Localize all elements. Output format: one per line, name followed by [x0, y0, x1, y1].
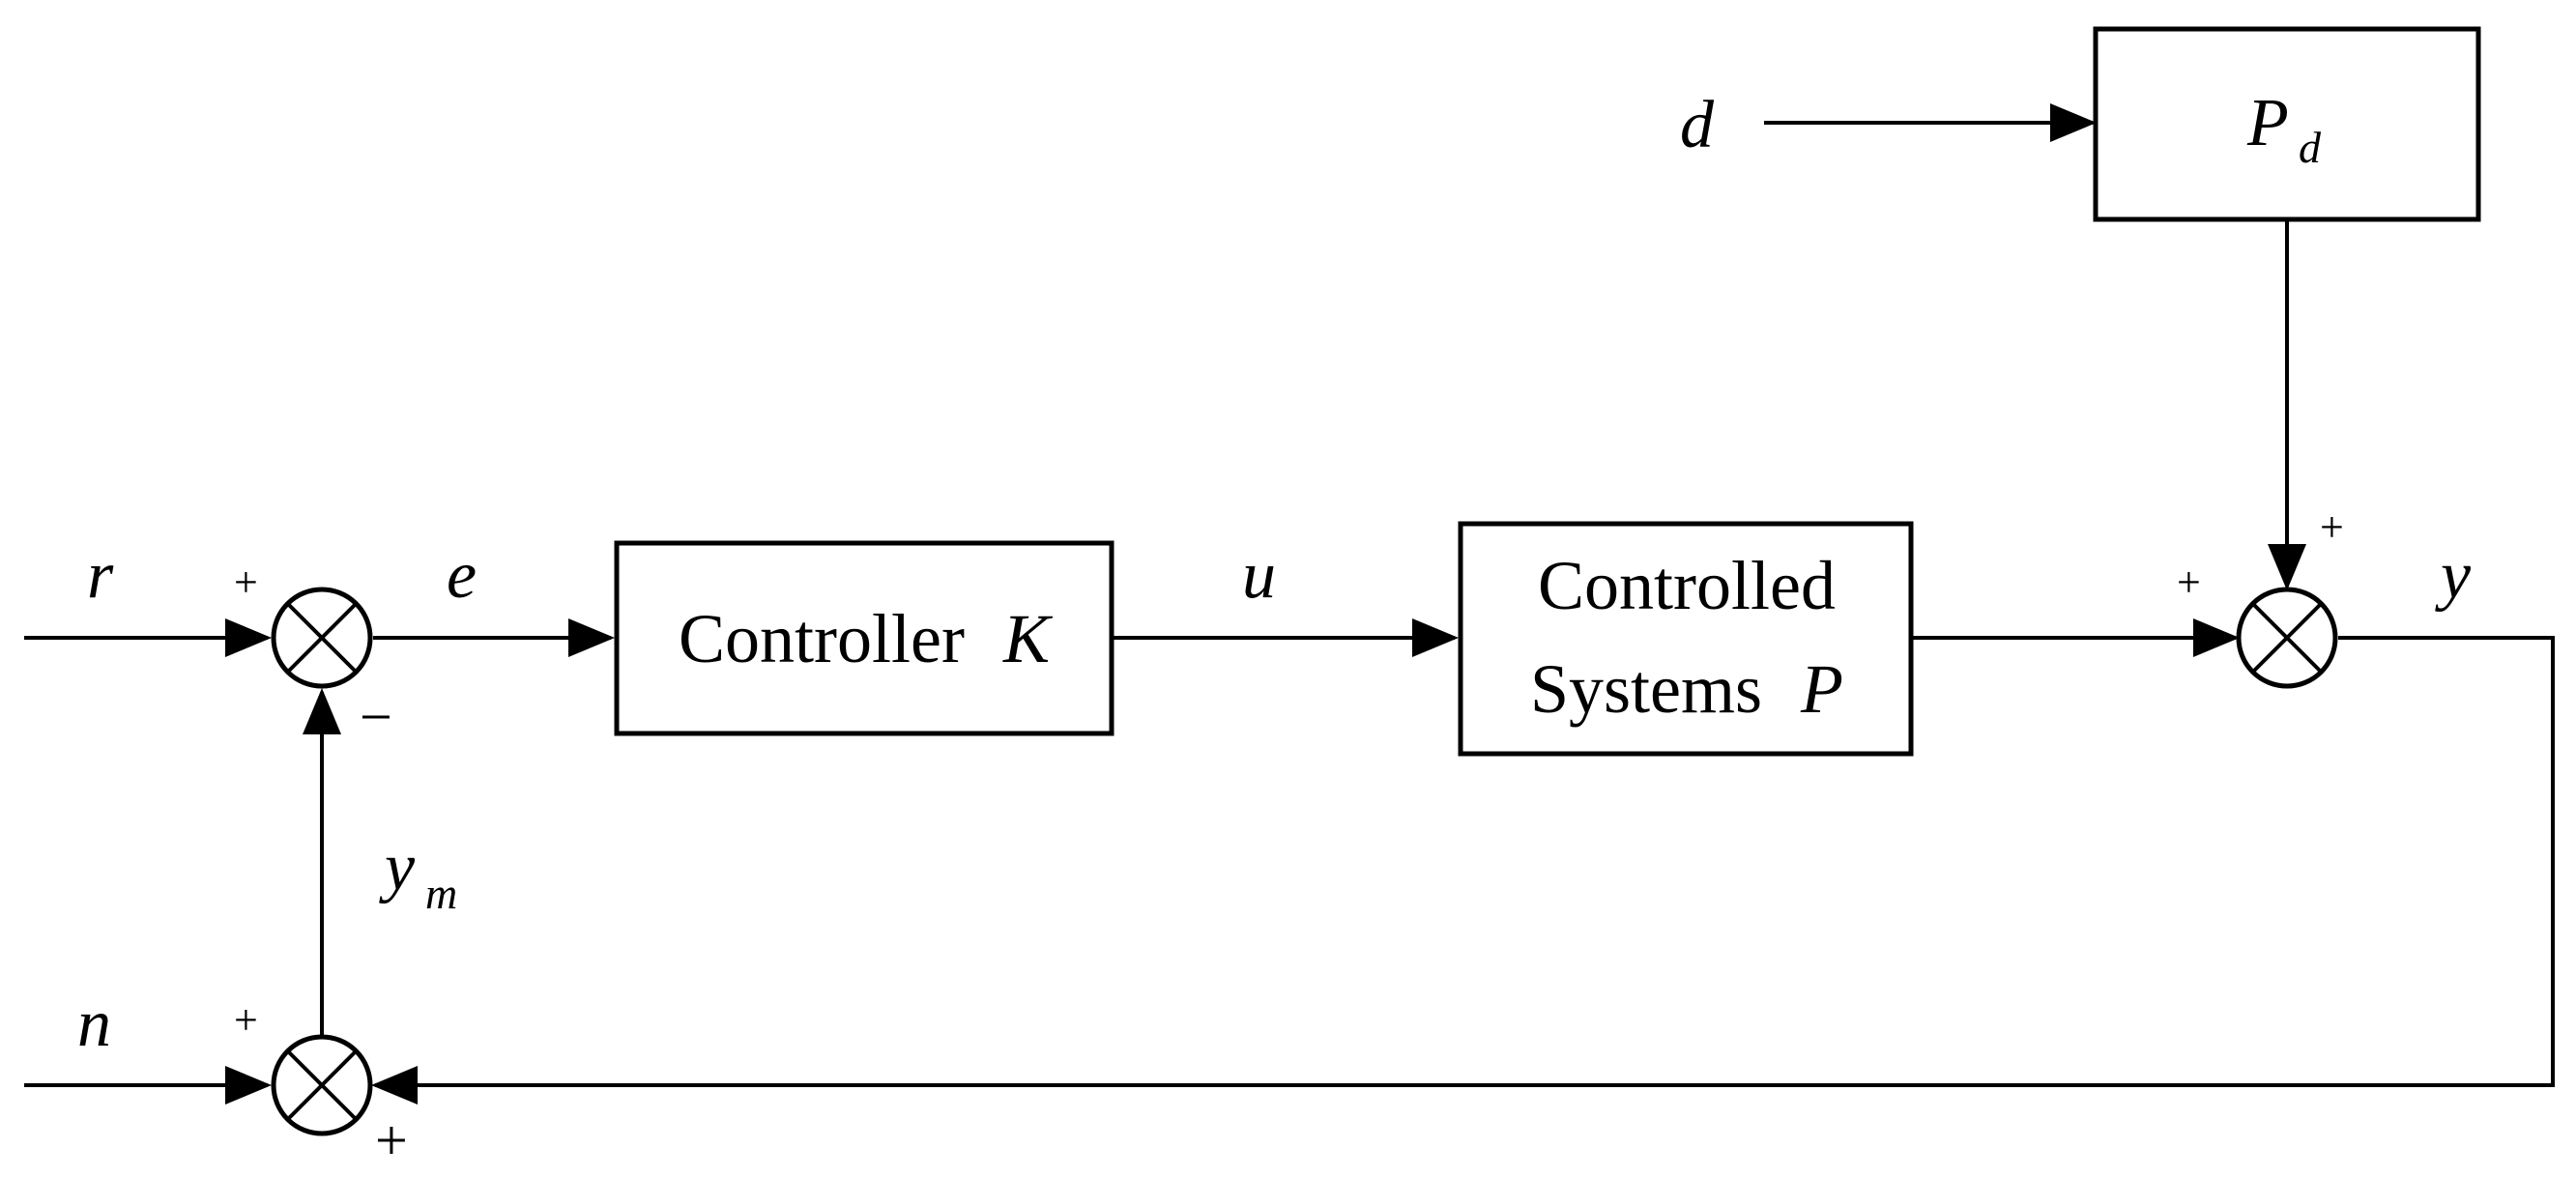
- summing-junction-noise: [271, 1034, 373, 1136]
- controller-label: Controller: [679, 600, 965, 677]
- signal-label-e: e: [447, 538, 477, 613]
- signal-label-n: n: [77, 987, 111, 1061]
- sign-sum3-y: +: [375, 1108, 408, 1172]
- plant-label-line2: Systems: [1530, 650, 1762, 728]
- wire-output-feedback: [371, 636, 2555, 1105]
- disturbance-block: P d: [2093, 26, 2481, 222]
- signal-label-ym: y m: [379, 830, 457, 918]
- signal-label-y: y: [2435, 538, 2472, 613]
- svg-text:Controller K: Controller K: [679, 600, 1054, 677]
- sign-sum3-n: +: [234, 996, 258, 1044]
- signal-label-u: u: [1242, 538, 1276, 613]
- sign-sum2-plant: +: [2177, 559, 2201, 606]
- disturbance-subscript: d: [2299, 123, 2322, 172]
- svg-text:Systems P: Systems P: [1530, 650, 1843, 728]
- signal-label-ym-subscript: m: [425, 869, 457, 918]
- plant-symbol: P: [1800, 650, 1843, 728]
- disturbance-symbol: P: [2246, 86, 2289, 160]
- controller-block: Controller K: [614, 540, 1114, 736]
- controller-symbol: K: [1002, 600, 1054, 677]
- sign-sum1-feedback: −: [360, 685, 392, 749]
- sign-sum1-r: +: [234, 559, 258, 606]
- signal-label-r: r: [87, 538, 114, 613]
- summing-junction-output: [2236, 587, 2338, 689]
- plant-block: Controlled Systems P: [1458, 521, 1914, 757]
- plant-label-line1: Controlled: [1538, 547, 1836, 624]
- sign-sum2-disturbance: +: [2320, 503, 2344, 551]
- signal-label-ym-base: y: [379, 830, 416, 904]
- summing-junction-error: [271, 587, 373, 689]
- signal-label-d: d: [1680, 88, 1715, 162]
